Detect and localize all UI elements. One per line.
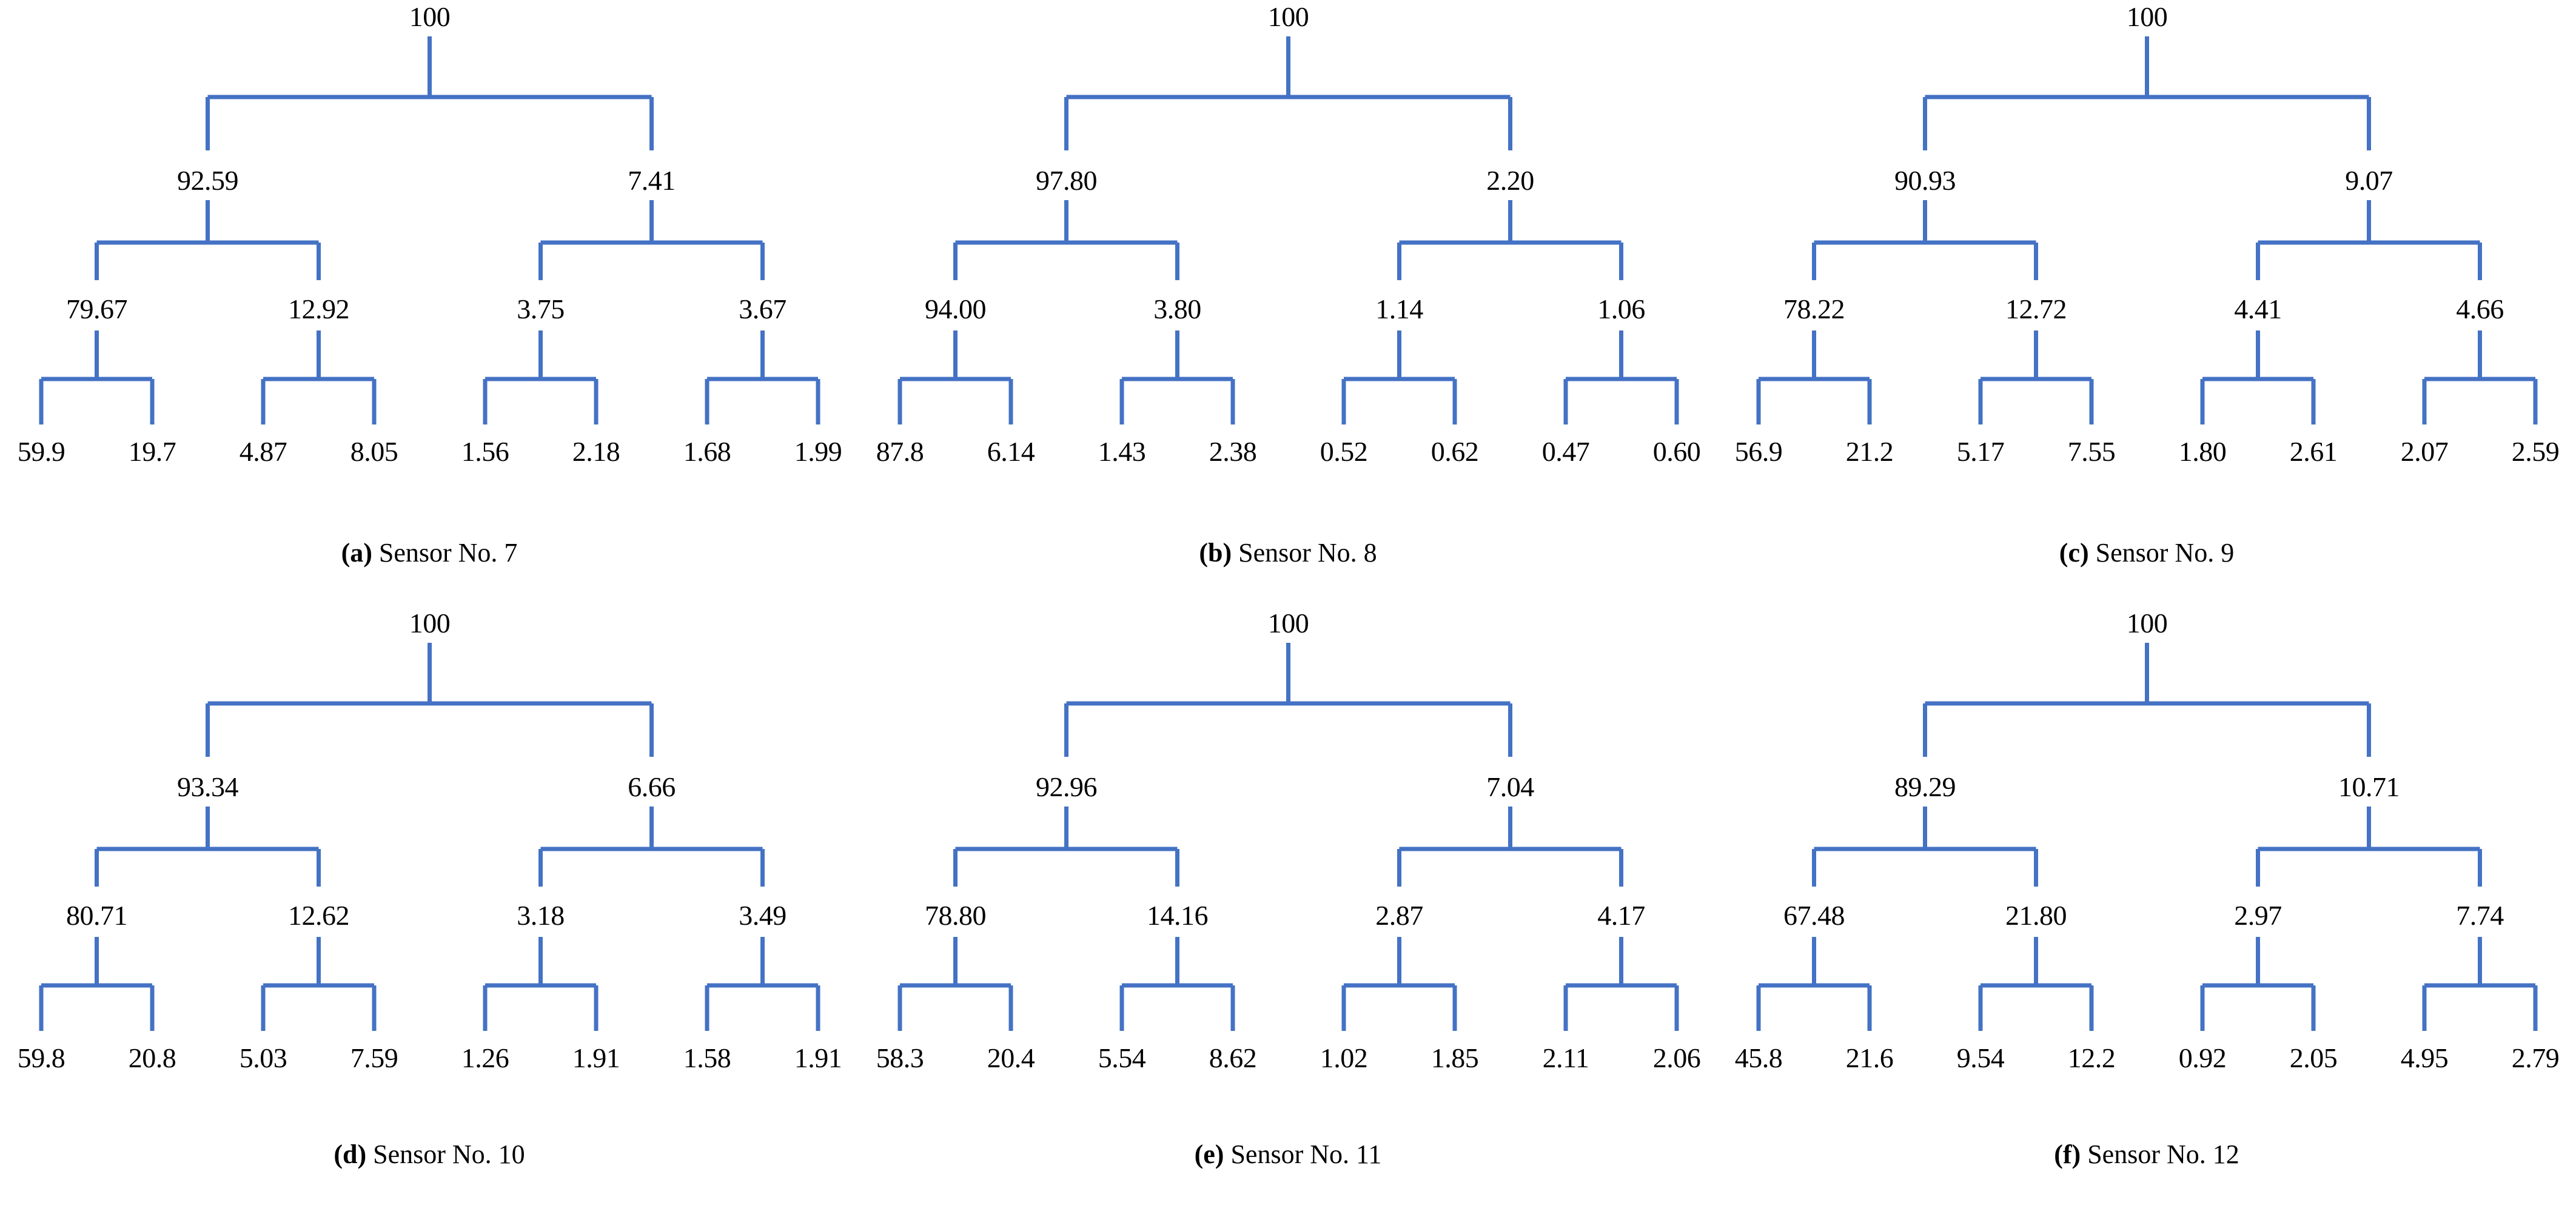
panel-caption-space <box>372 538 379 568</box>
tree-connector-graphic <box>39 36 820 424</box>
tree-connector-graphic <box>897 643 1679 1031</box>
panel-caption-space <box>2081 1139 2087 1169</box>
panel-caption-space <box>1224 1139 1230 1169</box>
panel-caption-text: Sensor No. 11 <box>1230 1139 1382 1169</box>
panel-caption-a: (a) Sensor No. 7 <box>0 538 859 568</box>
panel-caption-tag: (e) <box>1194 1139 1224 1169</box>
panel-caption-tag: (b) <box>1199 538 1232 568</box>
panel-caption-tag: (a) <box>341 538 372 568</box>
panel-caption-space <box>1232 538 1238 568</box>
tree-connector-graphic <box>897 36 1679 424</box>
panel-caption-text: Sensor No. 10 <box>373 1139 525 1169</box>
panel-caption-space <box>366 1139 373 1169</box>
panel-caption-f: (f) Sensor No. 12 <box>1717 1139 2576 1169</box>
panel-caption-space <box>2089 538 2096 568</box>
panel-caption-tag: (f) <box>2054 1139 2081 1169</box>
panel-caption-tag: (c) <box>2059 538 2089 568</box>
panel-caption-text: Sensor No. 8 <box>1238 538 1377 568</box>
tree-connector-graphic <box>1756 643 2538 1031</box>
tree-connector-graphic <box>39 643 820 1031</box>
panel-caption-text: Sensor No. 12 <box>2087 1139 2239 1169</box>
panel-caption-text: Sensor No. 7 <box>378 538 518 568</box>
panel-caption-b: (b) Sensor No. 8 <box>859 538 1717 568</box>
panel-caption-e: (e) Sensor No. 11 <box>859 1139 1717 1169</box>
panel-caption-d: (d) Sensor No. 10 <box>0 1139 859 1169</box>
panel-caption-text: Sensor No. 9 <box>2095 538 2235 568</box>
panel-caption-c: (c) Sensor No. 9 <box>1717 538 2576 568</box>
panel-caption-tag: (d) <box>334 1139 367 1169</box>
tree-connector-graphic <box>1756 36 2538 424</box>
